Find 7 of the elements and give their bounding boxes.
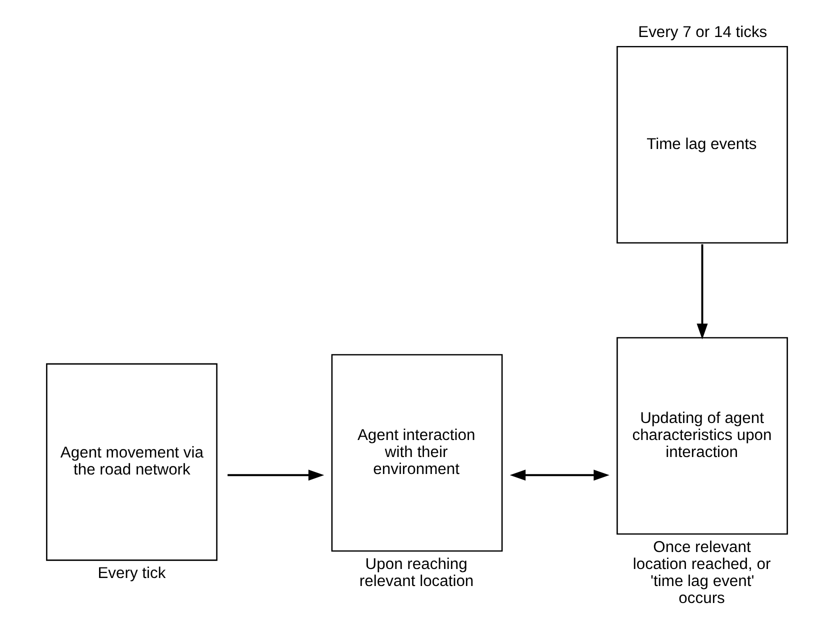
node-label: Upon reaching relevant location	[358, 556, 474, 590]
node-label: Every tick	[97, 564, 166, 582]
arrow	[696, 244, 708, 340]
node-label: Every 7 or 14 ticks	[638, 24, 767, 41]
arrow	[227, 470, 324, 481]
arrow	[509, 470, 609, 481]
node-label: Once relevant location reached, or 'time lag event' occurs	[632, 538, 770, 607]
